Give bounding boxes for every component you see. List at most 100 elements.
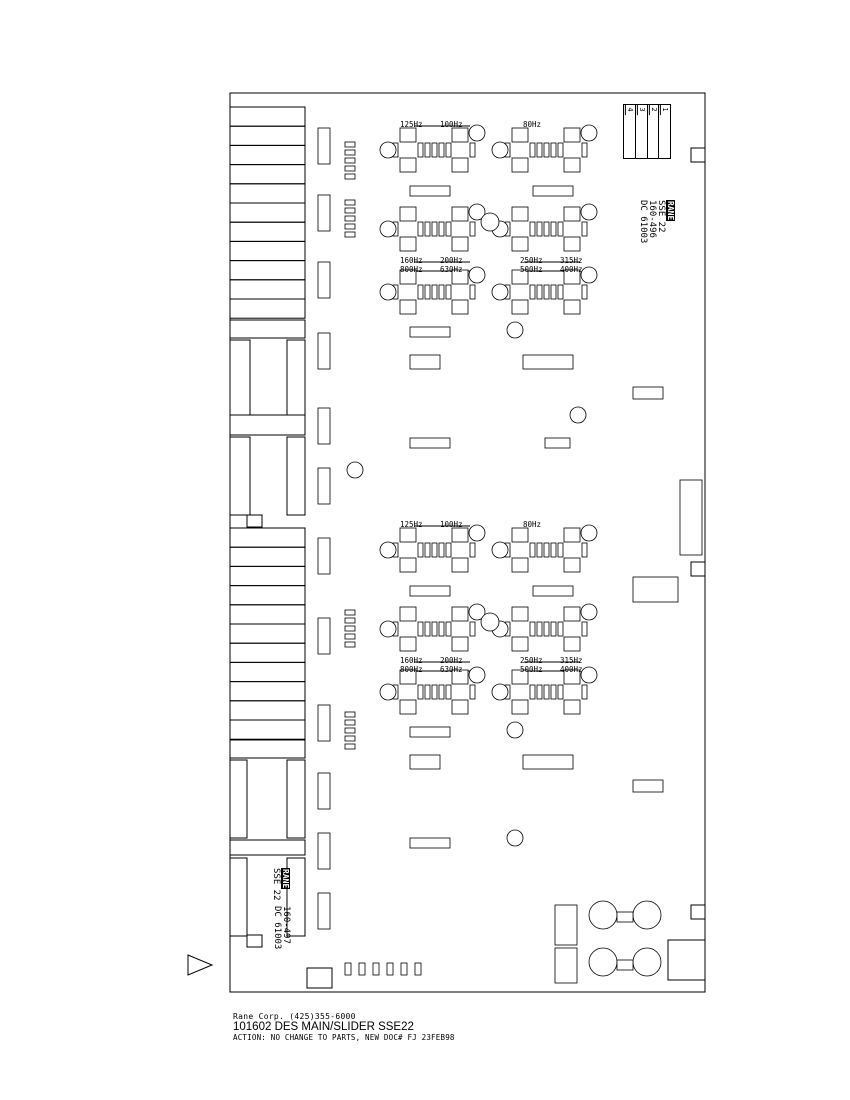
slider-block xyxy=(286,339,306,416)
ic-chip xyxy=(409,726,451,738)
pot-footprint xyxy=(317,261,331,299)
resistor xyxy=(344,141,356,148)
resistor xyxy=(414,962,422,976)
frequency-label: 125Hz xyxy=(400,520,423,529)
main-part-number: 160-496 xyxy=(647,200,657,238)
capacitor xyxy=(451,299,469,315)
document-footer: Rane Corp. (425)355-6000 101602 DES MAIN… xyxy=(233,1012,455,1043)
resistor xyxy=(417,542,424,558)
filter-cap xyxy=(588,947,618,977)
capacitor xyxy=(451,699,469,715)
electrolytic-cap xyxy=(580,524,598,542)
resistor xyxy=(344,962,352,976)
slider-cell xyxy=(229,700,306,721)
board-notch xyxy=(690,561,706,577)
slider-tab xyxy=(246,934,263,948)
resistor xyxy=(344,207,356,214)
slider-cell xyxy=(229,623,306,644)
slider-block xyxy=(229,857,248,937)
slider-cell xyxy=(229,546,306,567)
alignment-marker xyxy=(187,954,214,976)
resistor xyxy=(581,542,588,558)
resistor xyxy=(438,621,445,637)
resistor xyxy=(344,743,356,750)
main-title-block: RANE SSE 22 160-496 DC 61003 xyxy=(638,200,675,243)
resistor xyxy=(543,142,550,158)
resistor xyxy=(431,284,438,300)
diode xyxy=(616,911,634,923)
resistor xyxy=(543,684,550,700)
capacitor xyxy=(563,269,581,285)
slider-block xyxy=(229,339,251,416)
slider-block xyxy=(286,857,306,937)
pot-footprint xyxy=(317,332,331,370)
resistor xyxy=(557,542,564,558)
diode xyxy=(616,959,634,971)
resistor xyxy=(445,142,452,158)
resistor xyxy=(550,542,557,558)
resistor xyxy=(438,684,445,700)
slider-model: SSE 22 xyxy=(271,868,281,901)
resistor xyxy=(557,221,564,237)
resistor xyxy=(344,223,356,230)
slider-cell xyxy=(229,144,306,166)
board-notch xyxy=(690,147,706,163)
resistor xyxy=(344,711,356,718)
electrolytic-cap xyxy=(379,683,397,701)
electrolytic-cap xyxy=(379,620,397,638)
resistor xyxy=(581,684,588,700)
ic-chip xyxy=(532,585,574,597)
resistor xyxy=(550,284,557,300)
resistor xyxy=(358,962,366,976)
resistor xyxy=(344,199,356,206)
electrolytic-cap xyxy=(379,283,397,301)
capacitor xyxy=(451,269,469,285)
filter-cap xyxy=(632,900,662,930)
slider-cell xyxy=(229,565,306,587)
capacitor xyxy=(399,157,417,173)
resistor xyxy=(344,609,356,616)
resistor xyxy=(536,621,543,637)
resistor xyxy=(445,621,452,637)
resistor xyxy=(543,621,550,637)
resistor xyxy=(550,684,557,700)
resistor xyxy=(536,542,543,558)
slider-cell xyxy=(229,642,306,663)
resistor xyxy=(557,621,564,637)
frequency-label: 160Hz xyxy=(400,656,423,665)
slider-cell xyxy=(229,319,306,339)
capacitor xyxy=(451,206,469,222)
main-model: SSE 22 xyxy=(656,200,666,233)
capacitor xyxy=(563,557,581,573)
resistor xyxy=(445,221,452,237)
capacitor xyxy=(511,157,529,173)
rane-logo-slider: RANE xyxy=(281,868,290,890)
resistor xyxy=(557,284,564,300)
electrolytic-cap xyxy=(468,124,486,142)
capacitor xyxy=(511,606,529,622)
ic-chip xyxy=(409,837,451,849)
resistor xyxy=(581,142,588,158)
frequency-label: 315Hz xyxy=(560,656,583,665)
electrolytic-cap xyxy=(506,721,524,739)
resistor xyxy=(424,542,431,558)
pot-footprint xyxy=(317,832,331,870)
electrolytic-cap xyxy=(580,124,598,142)
rane-logo: RANE xyxy=(666,200,675,222)
slider-cell xyxy=(229,106,306,127)
resistor xyxy=(529,542,536,558)
slider-cell xyxy=(229,414,306,436)
capacitor xyxy=(563,699,581,715)
frequency-label: 200Hz xyxy=(440,256,463,265)
resistor xyxy=(344,157,356,164)
pot-footprint xyxy=(317,617,331,655)
capacitor xyxy=(511,527,529,543)
resistor xyxy=(543,221,550,237)
electrolytic-cap xyxy=(480,212,500,232)
pot-footprint xyxy=(317,772,331,810)
resistor-array xyxy=(409,754,441,770)
resistor xyxy=(469,284,476,300)
capacitor xyxy=(563,606,581,622)
slider-dc-number: DC 61003 xyxy=(272,906,282,950)
capacitor xyxy=(563,299,581,315)
